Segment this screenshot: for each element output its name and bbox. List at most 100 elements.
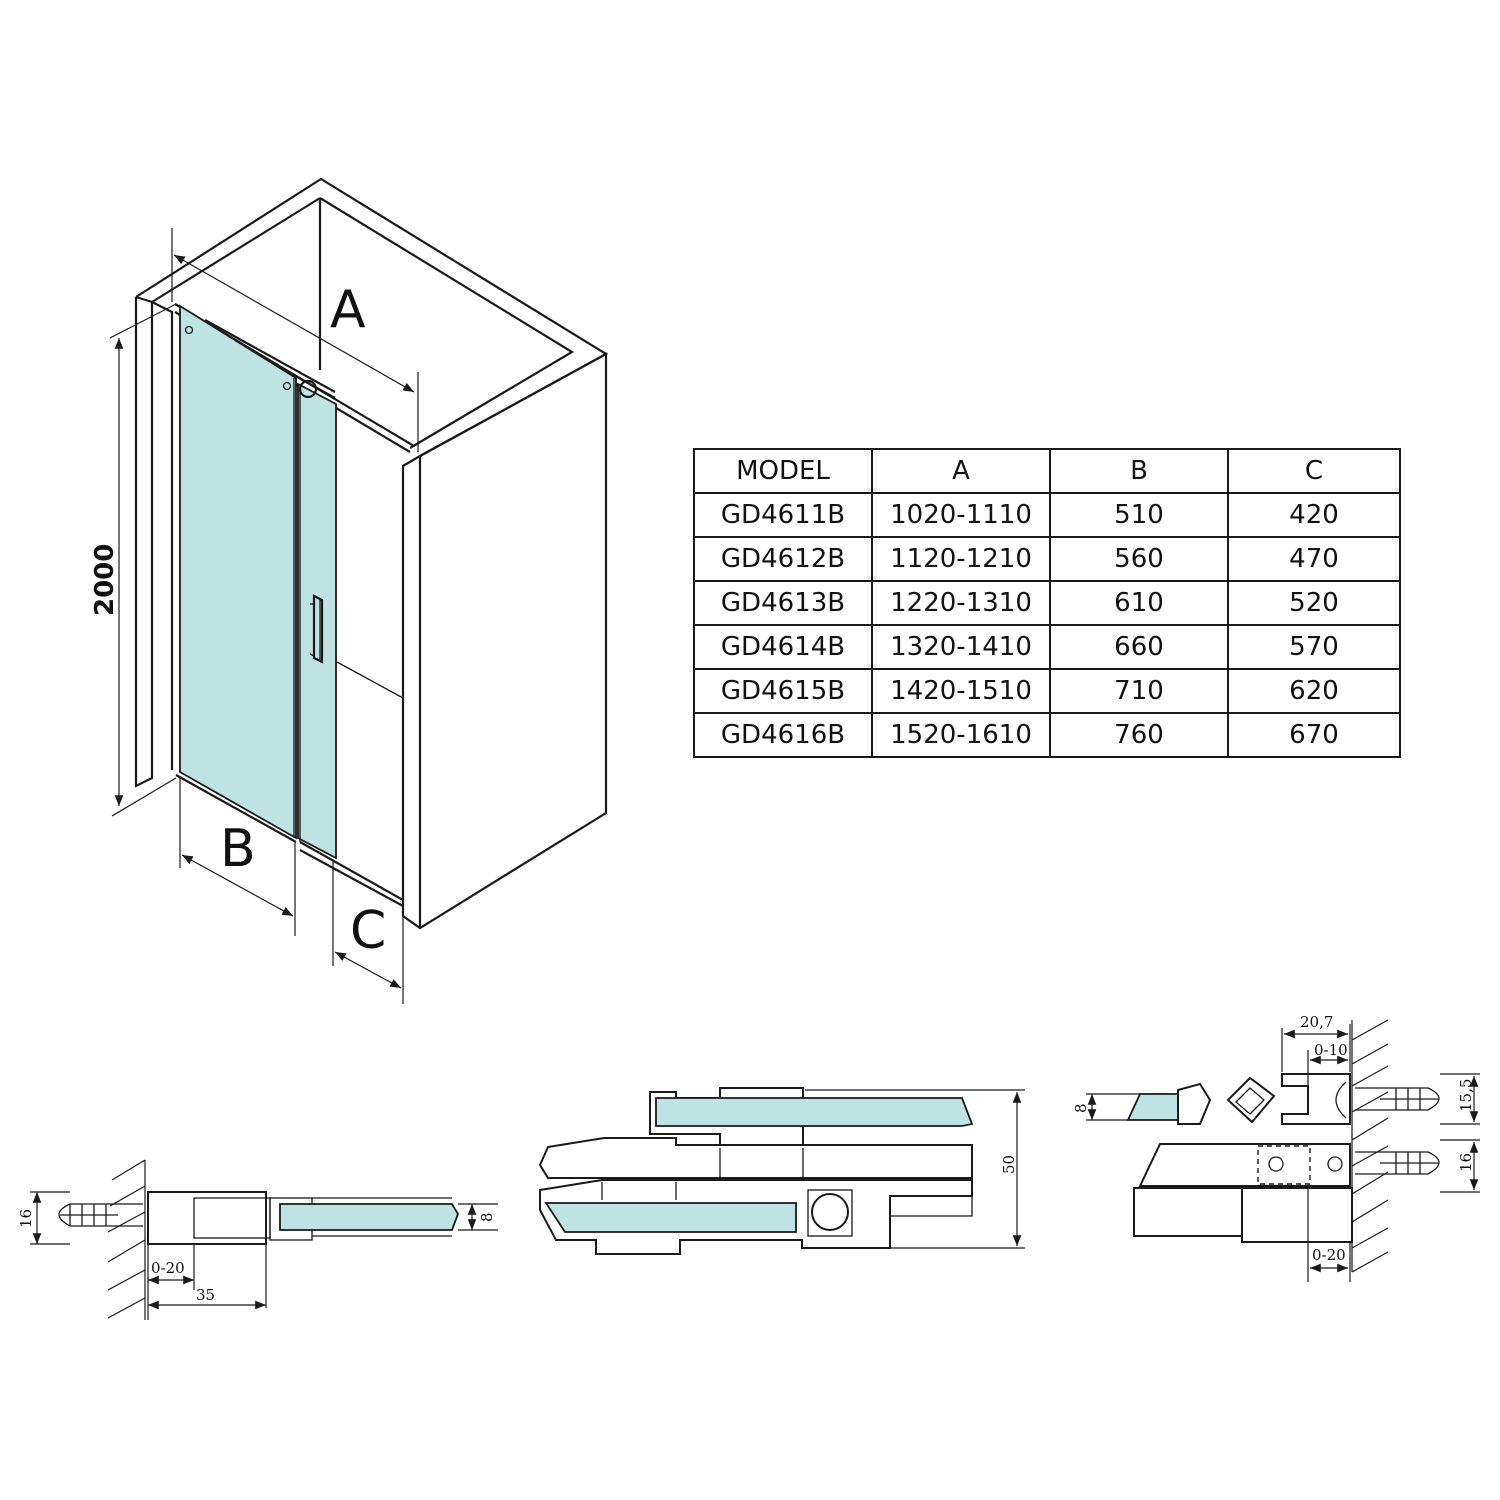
cell-model: GD4611B (693, 492, 873, 538)
glass-frame-line (312, 1197, 452, 1237)
right-wall (401, 352, 608, 930)
header-b: B (1049, 448, 1229, 494)
cell-model: GD4615B (693, 668, 873, 714)
detail-left: 16 8 0-20 35 (17, 1159, 498, 1320)
cell-c: 620 (1227, 668, 1401, 714)
label-adjust-top: 0-10 (1314, 1041, 1348, 1059)
label-anchor: 16 (17, 1209, 35, 1228)
dim-adjust-bottom-ext (1307, 1186, 1351, 1282)
cell-model: GD4613B (693, 580, 873, 626)
cell-b: 610 (1049, 580, 1229, 626)
cell-a: 1020-1110 (871, 492, 1051, 538)
cell-c: 670 (1227, 712, 1401, 758)
screw-icon-right (1335, 1081, 1347, 1119)
dim-a-line (173, 254, 415, 393)
wall-hatch (107, 1159, 146, 1320)
hinge-block (1226, 1076, 1276, 1124)
cell-model: GD4616B (693, 712, 873, 758)
wall-hatch-right (1351, 1019, 1389, 1273)
seal-profile (1177, 1082, 1212, 1125)
roller-icon (811, 1193, 849, 1231)
left-wall (134, 295, 154, 788)
bottom-profile (1133, 1187, 1243, 1237)
wall-inner-left (151, 197, 321, 303)
bolt-icon-1 (1268, 1156, 1284, 1172)
cell-b: 710 (1049, 668, 1229, 714)
fixed-glass-panel (179, 304, 297, 840)
isometric-view: A B C 2000 (90, 177, 609, 1004)
top-rail-profile (538, 1137, 973, 1179)
glass-pane-top (655, 1097, 974, 1127)
dim-top-h-ext (1440, 1073, 1480, 1125)
cell-c: 420 (1227, 492, 1401, 538)
wall-channel (1281, 1073, 1351, 1125)
glass-pane-bottom (544, 1202, 797, 1233)
dim-adjust-ext (147, 1244, 267, 1320)
label-height-middle: 50 (1000, 1155, 1018, 1174)
cell-c: 470 (1227, 536, 1401, 582)
cell-b: 510 (1049, 492, 1229, 538)
cell-b: 660 (1049, 624, 1229, 670)
header-model: MODEL (693, 448, 873, 494)
table-row: GD4615B 1420-1510 710 620 (693, 668, 1401, 714)
wall-inner-top (319, 197, 575, 449)
door-handle-icon (312, 594, 324, 664)
dim-b-line (181, 854, 294, 917)
bottom-block (1241, 1187, 1353, 1243)
hinge-inner (1235, 1087, 1265, 1115)
label-top-h: 15,5 (1457, 1079, 1475, 1112)
table-row: GD4614B 1320-1410 660 570 (693, 624, 1401, 670)
detail-middle: 50 (538, 1087, 1025, 1255)
label-glass-right: 8 (1072, 1103, 1090, 1113)
cell-a: 1120-1210 (871, 536, 1051, 582)
label-anchor-right: 16 (1457, 1153, 1475, 1172)
cell-c: 570 (1227, 624, 1401, 670)
cell-b: 760 (1049, 712, 1229, 758)
floor-line (336, 661, 404, 699)
mid-divider (601, 1148, 973, 1217)
cell-c: 520 (1227, 580, 1401, 626)
dim-anchor-right-ext (1440, 1139, 1480, 1193)
roller-housing (807, 1189, 853, 1237)
table-row: GD4612B 1120-1210 560 470 (693, 536, 1401, 582)
panel-frame (293, 378, 301, 842)
cell-b: 560 (1049, 536, 1229, 582)
cell-model: GD4614B (693, 624, 873, 670)
label-depth: 35 (196, 1286, 215, 1304)
label-b: B (220, 819, 256, 879)
cell-a: 1420-1510 (871, 668, 1051, 714)
header-c: C (1227, 448, 1401, 494)
bottom-channel (1138, 1143, 1351, 1187)
dim-glass-right-ext (1086, 1093, 1140, 1121)
left-wall-inner (151, 301, 174, 770)
label-c: C (350, 901, 386, 961)
dim-h-ext-bottom (111, 777, 177, 817)
label-height: 2000 (90, 544, 120, 616)
dim-h-ext-top (109, 303, 177, 339)
cell-model: GD4612B (693, 536, 873, 582)
dim-height-ext (805, 1089, 1025, 1249)
cell-a: 1220-1310 (871, 580, 1051, 626)
wall-profile (147, 1191, 267, 1245)
label-width: 20,7 (1300, 1013, 1333, 1031)
bolt-icon-2 (1327, 1156, 1343, 1172)
cell-a: 1320-1410 (871, 624, 1051, 670)
cell-a: 1520-1610 (871, 712, 1051, 758)
label-adjust-bottom: 0-20 (1312, 1246, 1346, 1264)
table-row: GD4616B 1520-1610 760 670 (693, 712, 1401, 758)
dowel-anchor-bottom (1355, 1151, 1440, 1175)
label-a: A (330, 280, 366, 340)
glass-pane-left (279, 1203, 459, 1231)
table-row: GD4613B 1220-1310 610 520 (693, 580, 1401, 626)
dowel-anchor (58, 1203, 143, 1227)
bottom-rail (175, 774, 404, 907)
detail-right: 20,7 0-10 8 15,5 16 0-20 (1072, 1013, 1480, 1282)
dim-glass-ext (458, 1203, 498, 1231)
dim-c-line (334, 951, 402, 989)
glass-pane-right (1126, 1093, 1186, 1121)
table-header-row: MODEL A B C (693, 448, 1401, 494)
dowel-anchor-top (1355, 1087, 1440, 1111)
table-row: GD4611B 1020-1110 510 420 (693, 492, 1401, 538)
spec-table: MODEL A B C GD4611B 1020-1110 510 420 GD… (693, 448, 1401, 758)
